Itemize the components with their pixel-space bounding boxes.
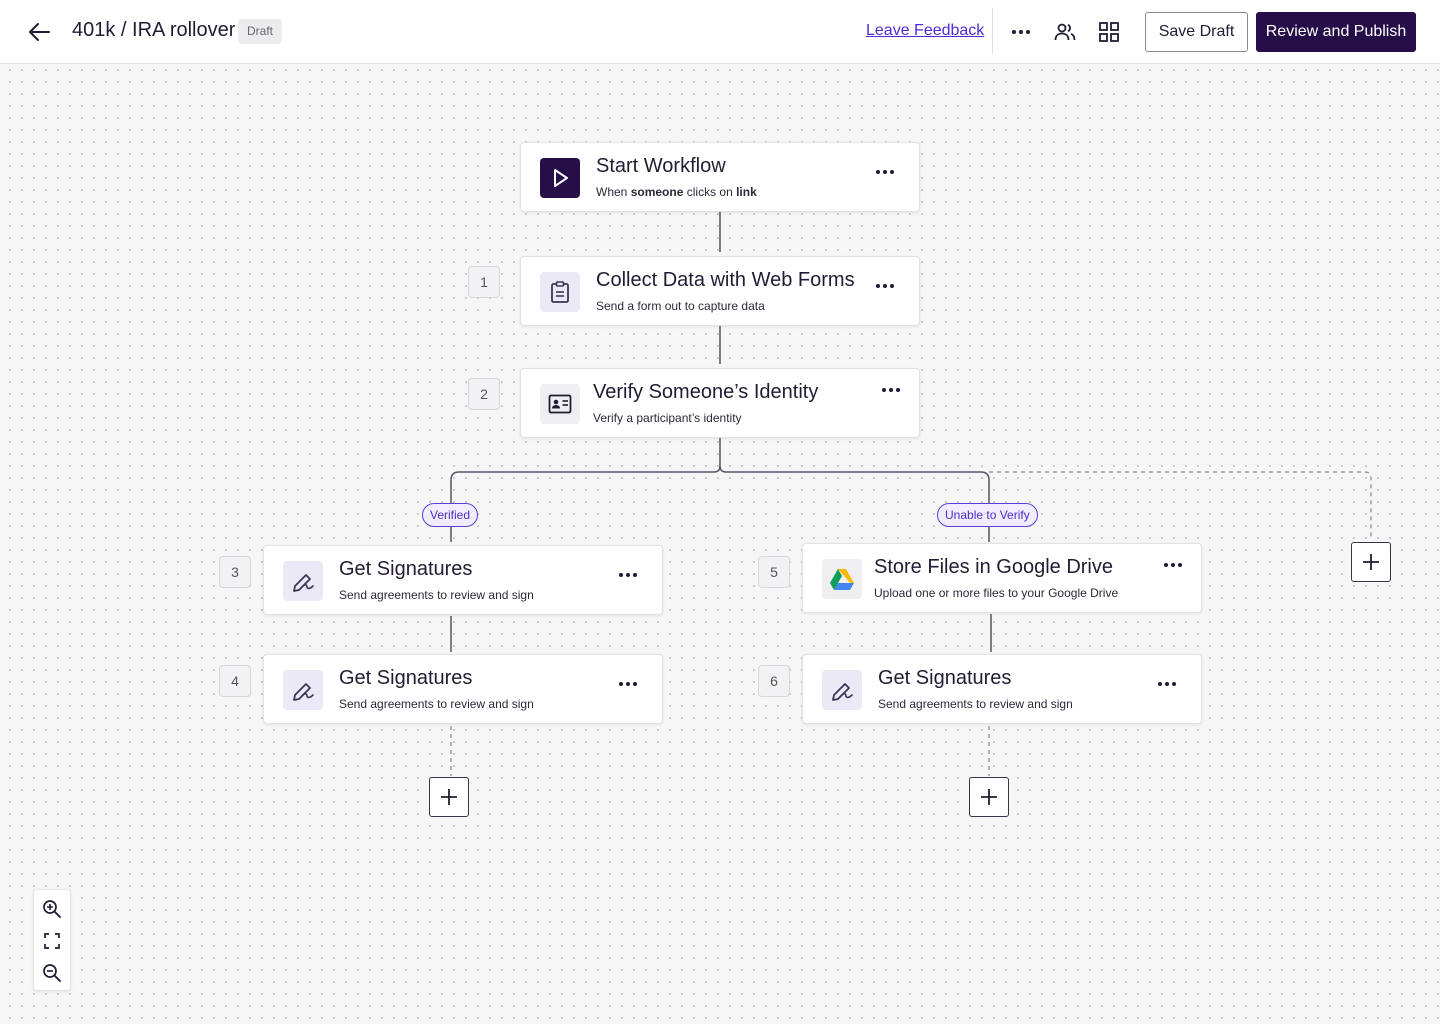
step-card-get-signatures[interactable]: Get Signatures Send agreements to review… [263, 545, 663, 615]
save-draft-button[interactable]: Save Draft [1145, 12, 1248, 52]
grid-view-icon[interactable] [1097, 20, 1121, 44]
card-title: Get Signatures [339, 667, 473, 689]
step-number: 4 [219, 665, 251, 697]
more-options-icon[interactable] [1161, 558, 1185, 572]
step-number: 1 [468, 266, 500, 298]
more-options-icon[interactable] [873, 279, 897, 293]
card-title: Get Signatures [878, 667, 1012, 689]
header-divider [992, 8, 993, 54]
subtitle-prefix: When [596, 185, 628, 199]
subtitle-middle: clicks on [686, 185, 733, 199]
fit-to-screen-icon[interactable] [42, 931, 62, 951]
signature-icon [283, 561, 323, 601]
more-options-icon[interactable] [873, 165, 897, 179]
step-card-verify-identity[interactable]: Verify Someone’s Identity Verify a parti… [520, 368, 920, 438]
card-subtitle: Send agreements to review and sign [339, 588, 534, 602]
more-options-icon[interactable] [1155, 677, 1179, 691]
more-options-icon[interactable] [616, 677, 640, 691]
card-subtitle: Send a form out to capture data [596, 299, 765, 313]
card-subtitle: Upload one or more files to your Google … [874, 586, 1119, 600]
back-arrow-icon[interactable] [26, 18, 54, 46]
zoom-out-icon[interactable] [42, 963, 62, 983]
add-step-button[interactable] [969, 777, 1009, 817]
card-title: Get Signatures [339, 558, 473, 580]
card-title: Collect Data with Web Forms [596, 269, 855, 291]
start-workflow-card[interactable]: Start Workflow When someone clicks on li… [520, 142, 920, 212]
top-bar: 401k / IRA rollover Draft Leave Feedback… [0, 0, 1440, 64]
step-number: 2 [468, 378, 500, 410]
card-subtitle: Send agreements to review and sign [339, 697, 534, 711]
zoom-controls [33, 889, 71, 991]
more-options-icon[interactable] [879, 383, 903, 397]
id-card-icon [540, 384, 580, 424]
step-card-google-drive[interactable]: Store Files in Google Drive Upload one o… [802, 543, 1202, 613]
step-number: 5 [758, 556, 790, 588]
step-card-get-signatures[interactable]: Get Signatures Send agreements to review… [802, 654, 1202, 724]
participants-icon[interactable] [1053, 20, 1077, 44]
google-drive-icon [822, 559, 862, 599]
plus-icon [441, 789, 457, 805]
zoom-in-icon[interactable] [42, 899, 62, 919]
subtitle-target: link [736, 185, 757, 199]
page-title: 401k / IRA rollover [72, 19, 236, 41]
card-title: Start Workflow [596, 155, 726, 177]
review-and-publish-button[interactable]: Review and Publish [1256, 12, 1416, 52]
add-branch-button[interactable] [1351, 542, 1391, 582]
step-card-collect-data[interactable]: Collect Data with Web Forms Send a form … [520, 256, 920, 326]
card-title: Verify Someone’s Identity [593, 381, 819, 403]
step-number: 3 [219, 556, 251, 588]
subtitle-actor: someone [630, 185, 684, 199]
step-card-get-signatures[interactable]: Get Signatures Send agreements to review… [263, 654, 663, 724]
card-title: Store Files in Google Drive [874, 556, 1113, 578]
play-icon [540, 158, 580, 198]
leave-feedback-link[interactable]: Leave Feedback [866, 22, 985, 39]
more-options-icon[interactable] [1009, 20, 1033, 44]
card-subtitle: When someone clicks on link [596, 185, 757, 199]
card-subtitle: Verify a participant’s identity [593, 411, 742, 425]
clipboard-icon [540, 272, 580, 312]
plus-icon [981, 789, 997, 805]
signature-icon [822, 670, 862, 710]
add-step-button[interactable] [429, 777, 469, 817]
more-options-icon[interactable] [616, 568, 640, 582]
branch-label-unable-to-verify[interactable]: Unable to Verify [937, 503, 1038, 527]
plus-icon [1363, 554, 1379, 570]
card-subtitle: Send agreements to review and sign [878, 697, 1073, 711]
step-number: 6 [758, 665, 790, 697]
branch-label-verified[interactable]: Verified [422, 503, 479, 527]
status-badge: Draft [238, 19, 283, 44]
signature-icon [283, 670, 323, 710]
